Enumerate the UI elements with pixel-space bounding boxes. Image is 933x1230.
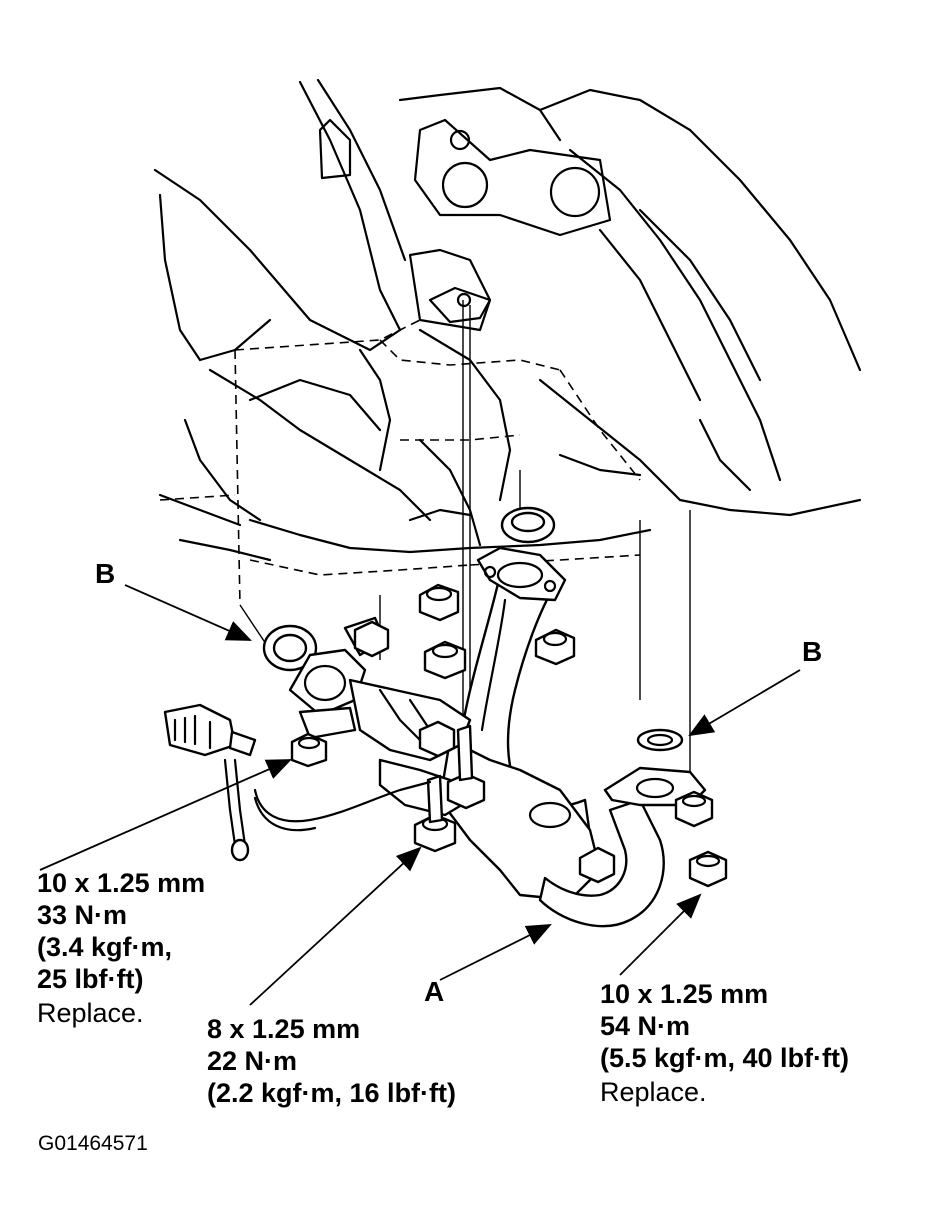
arrow-right-spec	[619, 893, 702, 976]
engine-block-outline	[153, 78, 862, 562]
spec-left-note: Replace.	[37, 998, 144, 1028]
callout-b-left: B	[95, 558, 116, 589]
flange-nuts	[290, 583, 728, 888]
figure-code: G01464571	[38, 1132, 148, 1155]
spec-center-torque-other: (2.2 kgf·m, 16 lbf·ft)	[207, 1078, 457, 1108]
arrow-a	[439, 924, 552, 981]
arrow-left-spec	[39, 759, 292, 871]
spec-left-torque-nm: 33 N·m	[37, 900, 128, 930]
spec-right-torque-other: (5.5 kgf·m, 40 lbf·ft)	[600, 1043, 850, 1073]
spec-right-note: Replace.	[600, 1077, 707, 1107]
spec-right-torque-nm: 54 N·m	[600, 1011, 691, 1041]
oxygen-sensor-connector	[163, 703, 432, 862]
callout-a: A	[424, 976, 445, 1007]
gasket-b-right	[636, 728, 684, 752]
spec-right-size: 10 x 1.25 mm	[600, 979, 769, 1009]
spec-left-size: 10 x 1.25 mm	[37, 868, 206, 898]
undercover-dashed-outline	[159, 319, 641, 606]
arrow-center-spec	[249, 846, 422, 1006]
spec-center-torque-nm: 22 N·m	[207, 1046, 298, 1076]
leader-arrows	[39, 584, 801, 1006]
upper-flange-gasket	[500, 506, 556, 544]
arrow-b-right	[688, 669, 801, 737]
spec-left-torque-lbfft: 25 lbf·ft)	[37, 964, 144, 994]
callout-b-right: B	[802, 636, 823, 667]
spec-center-size: 8 x 1.25 mm	[207, 1014, 361, 1044]
spec-left-torque-kgfm: (3.4 kgf·m,	[37, 932, 173, 962]
arrow-b-left	[124, 584, 252, 641]
